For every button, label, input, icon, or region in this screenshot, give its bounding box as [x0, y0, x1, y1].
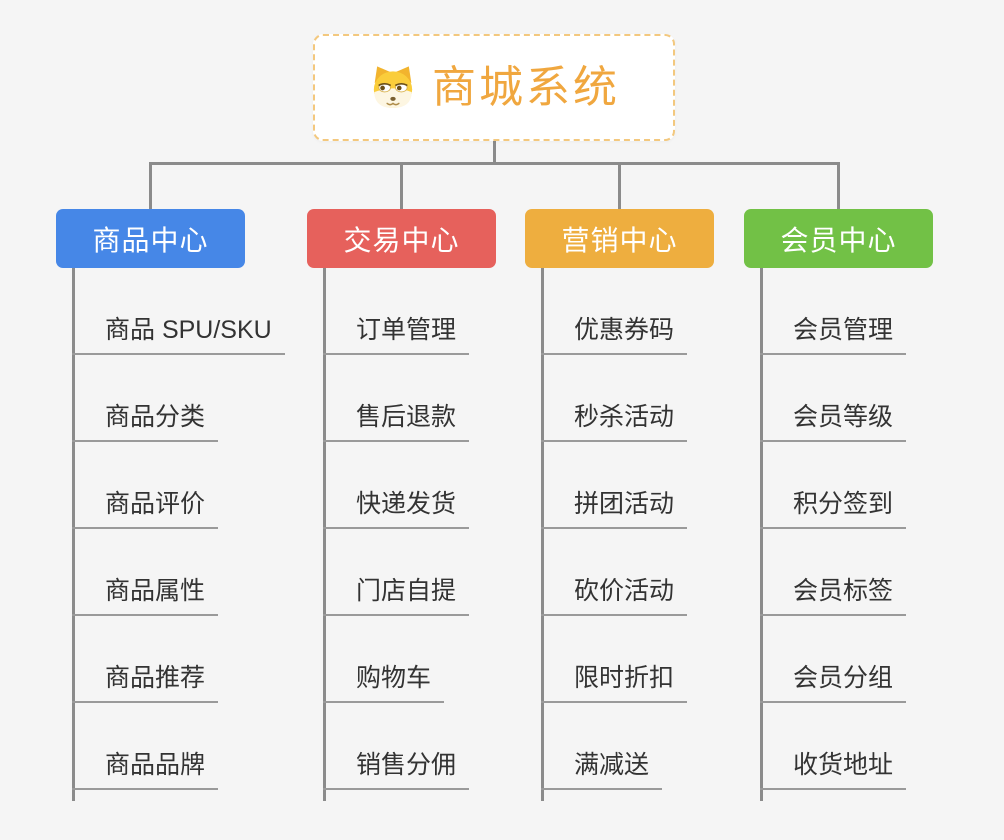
leaf-label: 购物车 — [356, 664, 432, 692]
leaf-node[interactable]: 秒杀活动 — [541, 355, 688, 442]
leaf-label: 积分签到 — [793, 490, 894, 518]
leaf-label: 会员分组 — [793, 664, 894, 692]
leaf-label: 销售分佣 — [356, 751, 457, 779]
leaf-node[interactable]: 收货地址 — [760, 703, 907, 790]
leaf-label: 商品属性 — [105, 577, 206, 605]
leaf-node[interactable]: 销售分佣 — [323, 703, 470, 790]
connector-spine-3 — [541, 268, 544, 801]
leaf-node[interactable]: 商品 SPU/SKU — [72, 268, 285, 355]
leaf-node[interactable]: 积分签到 — [760, 442, 907, 529]
leaf-node[interactable]: 会员标签 — [760, 529, 907, 616]
branch-node-products[interactable]: 商品中心 — [56, 209, 245, 268]
branch-node-members[interactable]: 会员中心 — [744, 209, 933, 268]
branch-4-leaves: 会员管理 会员等级 积分签到 会员标签 会员分组 收货地址 — [760, 268, 933, 801]
leaf-node[interactable]: 优惠券码 — [541, 268, 688, 355]
leaf-label: 订单管理 — [356, 316, 457, 344]
leaf-node[interactable]: 会员分组 — [760, 616, 907, 703]
connector-drop-2 — [400, 162, 403, 210]
leaf-node[interactable]: 订单管理 — [323, 268, 470, 355]
leaf-label: 秒杀活动 — [574, 403, 675, 431]
leaf-node[interactable]: 砍价活动 — [541, 529, 688, 616]
leaf-node[interactable]: 商品推荐 — [72, 616, 219, 703]
leaf-label: 砍价活动 — [574, 577, 675, 605]
root-node[interactable]: 商城系统 — [313, 34, 675, 141]
connector-drop-1 — [149, 162, 152, 210]
branch-column-2: 交易中心 订单管理 售后退款 快递发货 门店自提 购物车 销售分佣 — [307, 209, 496, 801]
branch-2-leaves: 订单管理 售后退款 快递发货 门店自提 购物车 销售分佣 — [323, 268, 496, 801]
leaf-node[interactable]: 快递发货 — [323, 442, 470, 529]
leaf-node[interactable]: 商品评价 — [72, 442, 219, 529]
leaf-label: 限时折扣 — [574, 664, 675, 692]
leaf-label: 满减送 — [574, 751, 650, 779]
leaf-node[interactable]: 售后退款 — [323, 355, 470, 442]
leaf-label: 快递发货 — [356, 490, 457, 518]
leaf-node[interactable]: 商品分类 — [72, 355, 219, 442]
leaf-node[interactable]: 会员等级 — [760, 355, 907, 442]
branch-column-3: 营销中心 优惠券码 秒杀活动 拼团活动 砍价活动 限时折扣 满减送 — [525, 209, 714, 801]
connector-spine-4 — [760, 268, 763, 801]
leaf-label: 商品 SPU/SKU — [105, 316, 272, 344]
connector-root-drop — [493, 140, 496, 164]
branch-label: 交易中心 — [343, 224, 460, 256]
connector-drop-4 — [837, 162, 840, 210]
branch-1-leaves: 商品 SPU/SKU 商品分类 商品评价 商品属性 商品推荐 商品品牌 — [72, 268, 285, 801]
connector-spine-1 — [72, 268, 75, 801]
leaf-node[interactable]: 商品品牌 — [72, 703, 219, 790]
root-title: 商城系统 — [432, 62, 620, 112]
leaf-node[interactable]: 满减送 — [541, 703, 663, 790]
branch-label: 营销中心 — [561, 224, 678, 256]
leaf-label: 商品品牌 — [105, 751, 206, 779]
leaf-label: 优惠券码 — [574, 316, 675, 344]
leaf-label: 商品分类 — [105, 403, 206, 431]
leaf-label: 商品推荐 — [105, 664, 206, 692]
leaf-node[interactable]: 限时折扣 — [541, 616, 688, 703]
leaf-node[interactable]: 会员管理 — [760, 268, 907, 355]
leaf-label: 收货地址 — [793, 751, 894, 779]
branch-node-marketing[interactable]: 营销中心 — [525, 209, 714, 268]
leaf-label: 会员等级 — [793, 403, 894, 431]
branch-node-trade[interactable]: 交易中心 — [307, 209, 496, 268]
leaf-label: 售后退款 — [356, 403, 457, 431]
branch-column-1: 商品中心 商品 SPU/SKU 商品分类 商品评价 商品属性 商品推荐 商品品牌 — [56, 209, 285, 801]
branch-3-leaves: 优惠券码 秒杀活动 拼团活动 砍价活动 限时折扣 满减送 — [541, 268, 714, 801]
leaf-node[interactable]: 购物车 — [323, 616, 445, 703]
leaf-label: 会员管理 — [793, 316, 894, 344]
leaf-node[interactable]: 门店自提 — [323, 529, 470, 616]
connector-spine-2 — [323, 268, 326, 801]
leaf-node[interactable]: 商品属性 — [72, 529, 219, 616]
leaf-node[interactable]: 拼团活动 — [541, 442, 688, 529]
branch-column-4: 会员中心 会员管理 会员等级 积分签到 会员标签 会员分组 收货地址 — [744, 209, 933, 801]
leaf-label: 拼团活动 — [574, 490, 675, 518]
shiba-dog-icon — [373, 65, 413, 108]
connector-drop-3 — [618, 162, 621, 210]
leaf-label: 门店自提 — [356, 577, 457, 605]
connector-bus — [149, 162, 840, 165]
branch-label: 商品中心 — [92, 224, 209, 256]
leaf-label: 商品评价 — [105, 490, 206, 518]
branch-label: 会员中心 — [780, 224, 897, 256]
leaf-label: 会员标签 — [793, 577, 894, 605]
